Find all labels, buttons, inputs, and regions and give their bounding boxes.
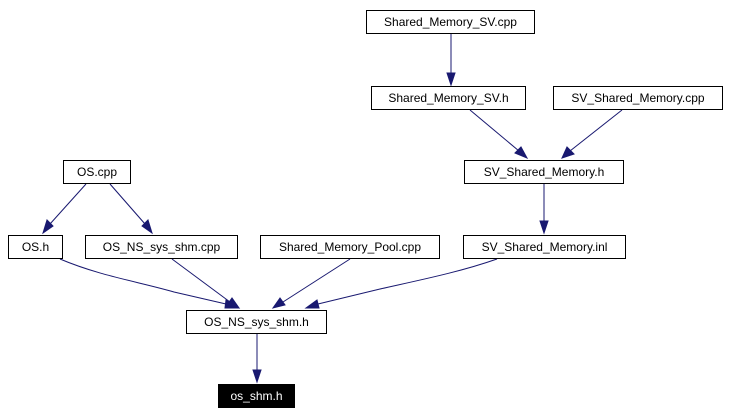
arrowhead [304, 299, 320, 309]
edge-os-ns-sys-shm-cpp-to-os-ns-sys-shm-h [171, 258, 231, 303]
arrowhead [271, 297, 286, 309]
node-shared-memory-pool-cpp[interactable]: Shared_Memory_Pool.cpp [260, 235, 440, 259]
node-os-ns-sys-shm-cpp[interactable]: OS_NS_sys_shm.cpp [85, 235, 238, 259]
edge-shared-memory-pool-cpp-to-os-ns-sys-shm-h [282, 258, 351, 303]
arrowhead [514, 146, 529, 160]
arrowhead [561, 146, 575, 159]
node-os-cpp[interactable]: OS.cpp [63, 160, 131, 184]
node-shared-memory-sv-h[interactable]: Shared_Memory_SV.h [371, 86, 526, 110]
edge-os-h-to-os-ns-sys-shm-h [59, 258, 227, 305]
arrowhead [226, 297, 241, 309]
edge-os-cpp-to-os-ns-sys-shm-cpp [109, 183, 146, 225]
node-sv-shared-memory-cpp[interactable]: SV_Shared_Memory.cpp [553, 86, 723, 110]
edge-os-cpp-to-os-h [49, 183, 87, 225]
node-os-shm-h: os_shm.h [218, 384, 295, 408]
edge-shared-memory-sv-h-to-sv-shared-memory-h [469, 109, 520, 152]
arrowhead [539, 220, 549, 235]
edge-sv-shared-memory-cpp-to-sv-shared-memory-h [569, 109, 623, 152]
arrowhead [141, 219, 153, 235]
node-sv-shared-memory-h[interactable]: SV_Shared_Memory.h [464, 160, 624, 184]
edge-sv-shared-memory-inl-to-os-ns-sys-shm-h [317, 258, 498, 305]
node-os-ns-sys-shm-h[interactable]: OS_NS_sys_shm.h [186, 310, 327, 334]
node-os-h[interactable]: OS.h [8, 235, 63, 259]
arrowhead [42, 219, 54, 235]
arrowhead [446, 72, 456, 87]
node-shared-memory-sv-cpp[interactable]: Shared_Memory_SV.cpp [366, 10, 535, 34]
node-sv-shared-memory-inl[interactable]: SV_Shared_Memory.inl [463, 235, 626, 259]
arrowhead [252, 369, 262, 384]
